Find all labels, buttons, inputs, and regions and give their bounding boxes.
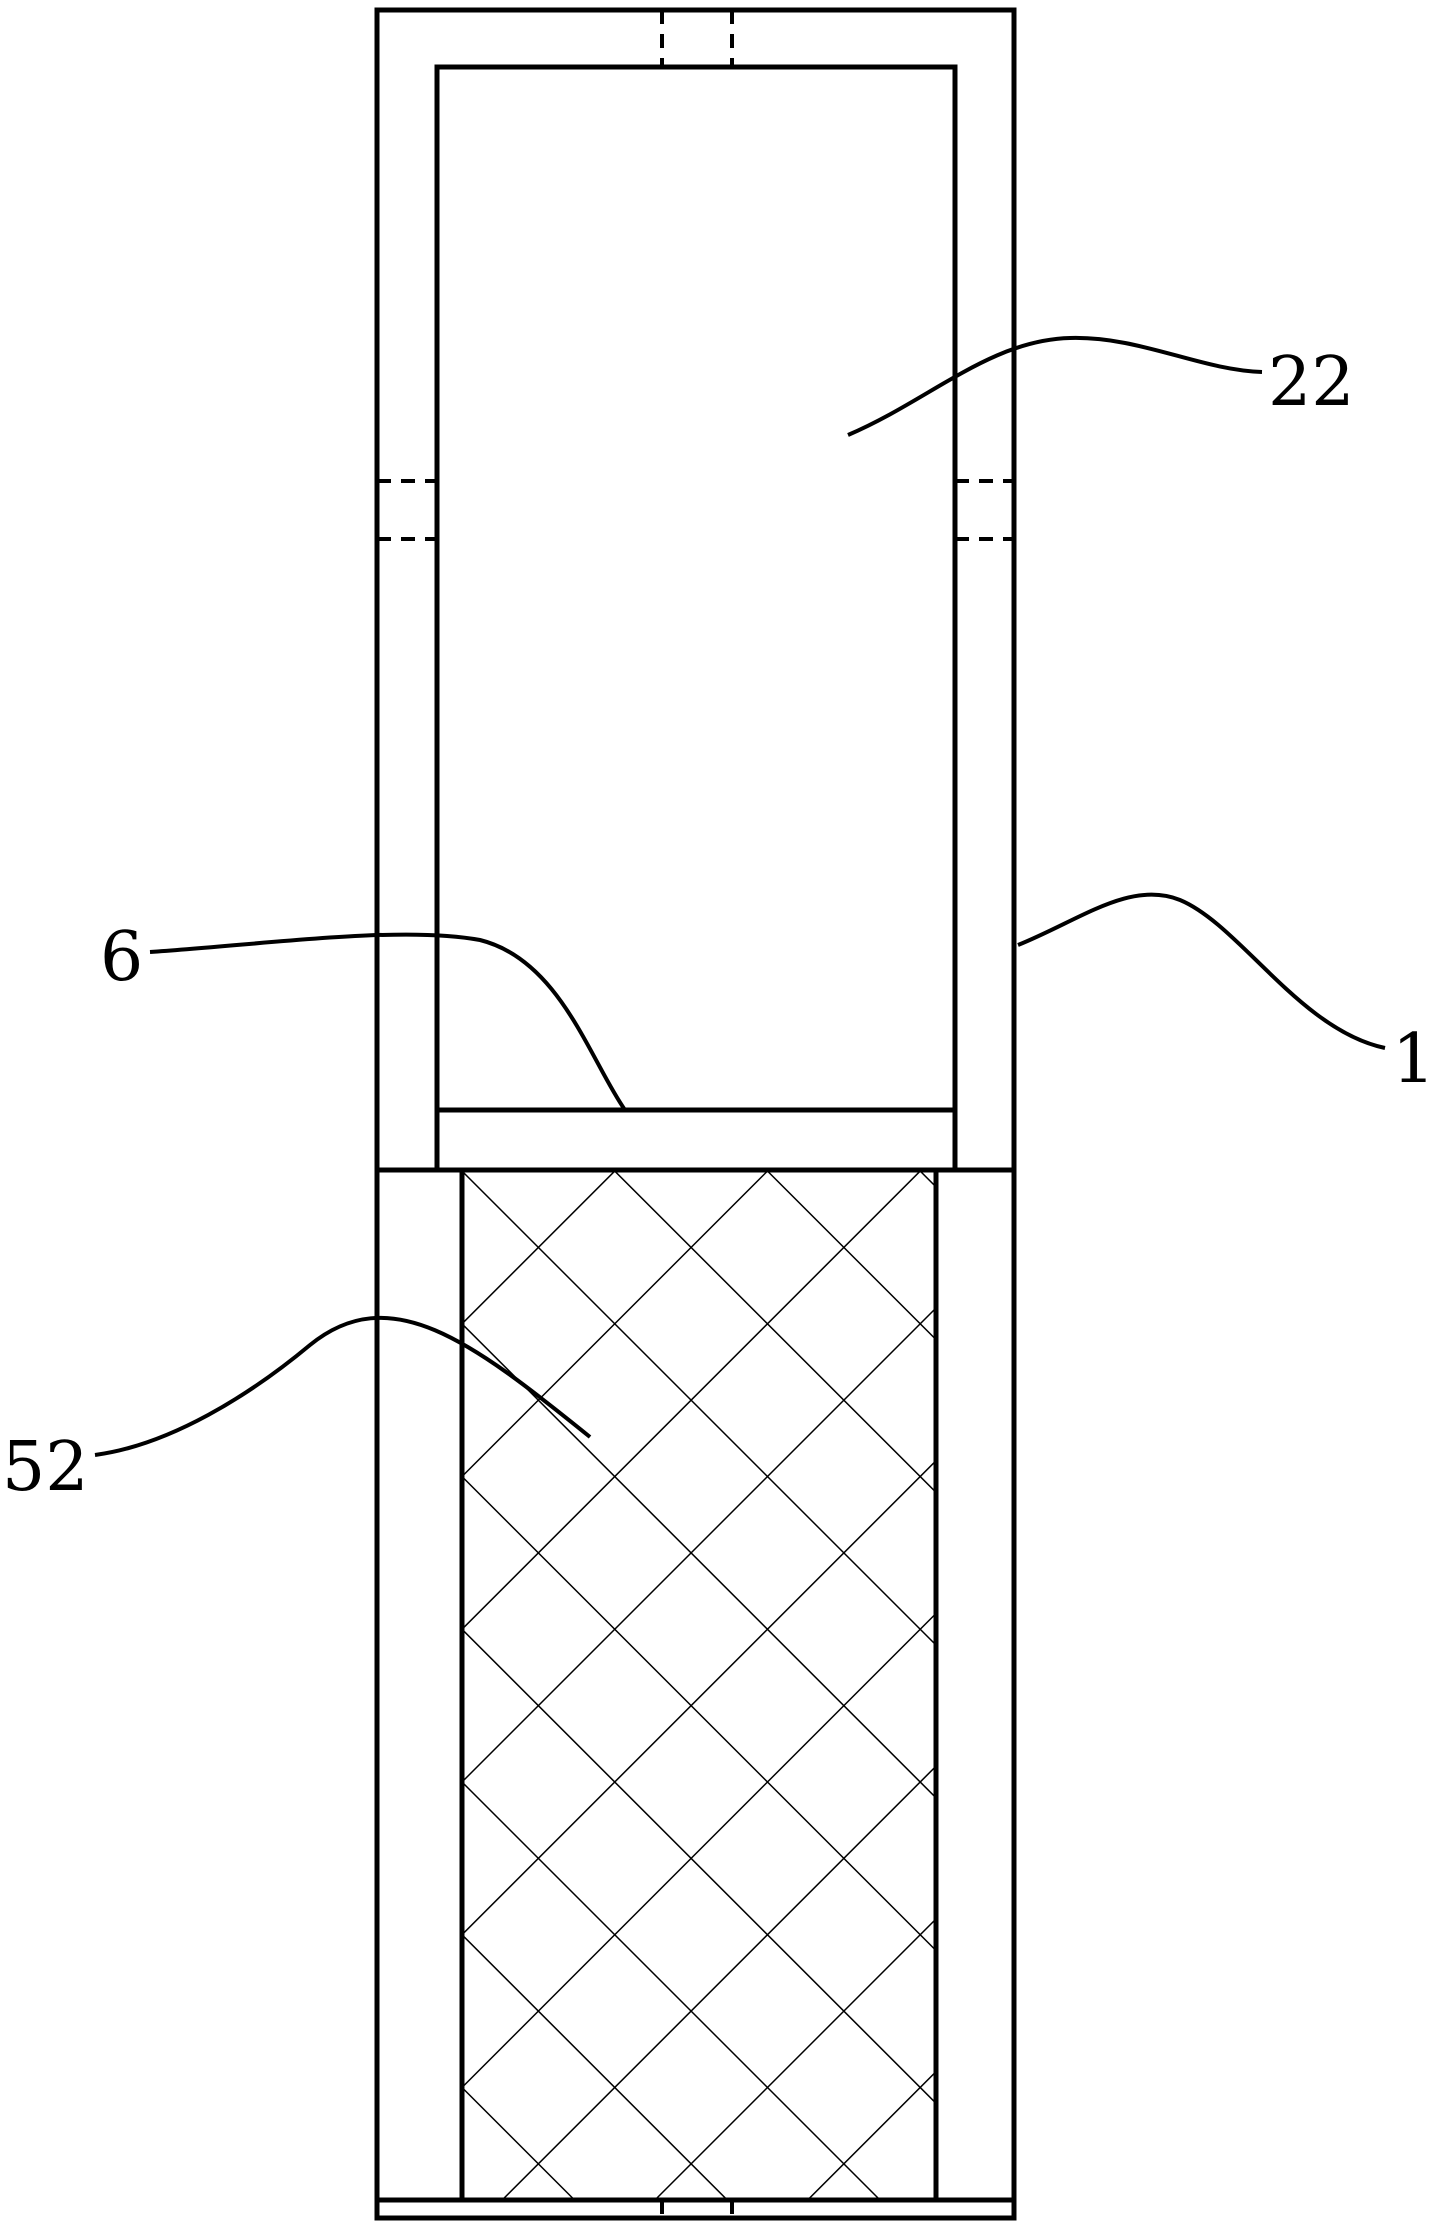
leader-line-22 xyxy=(847,335,1263,437)
leader-line-6 xyxy=(149,932,627,1112)
label-52: 52 xyxy=(2,1428,89,1507)
inner-cavity xyxy=(434,64,958,1173)
leader-line-1 xyxy=(1017,892,1386,1050)
label-22: 22 xyxy=(1268,343,1355,422)
leader-line-52 xyxy=(94,1316,592,1457)
label-1: 1 xyxy=(1392,1020,1435,1099)
outer-housing xyxy=(374,7,1017,2221)
label-6: 6 xyxy=(100,918,143,997)
filter-mesh xyxy=(459,1167,939,2203)
